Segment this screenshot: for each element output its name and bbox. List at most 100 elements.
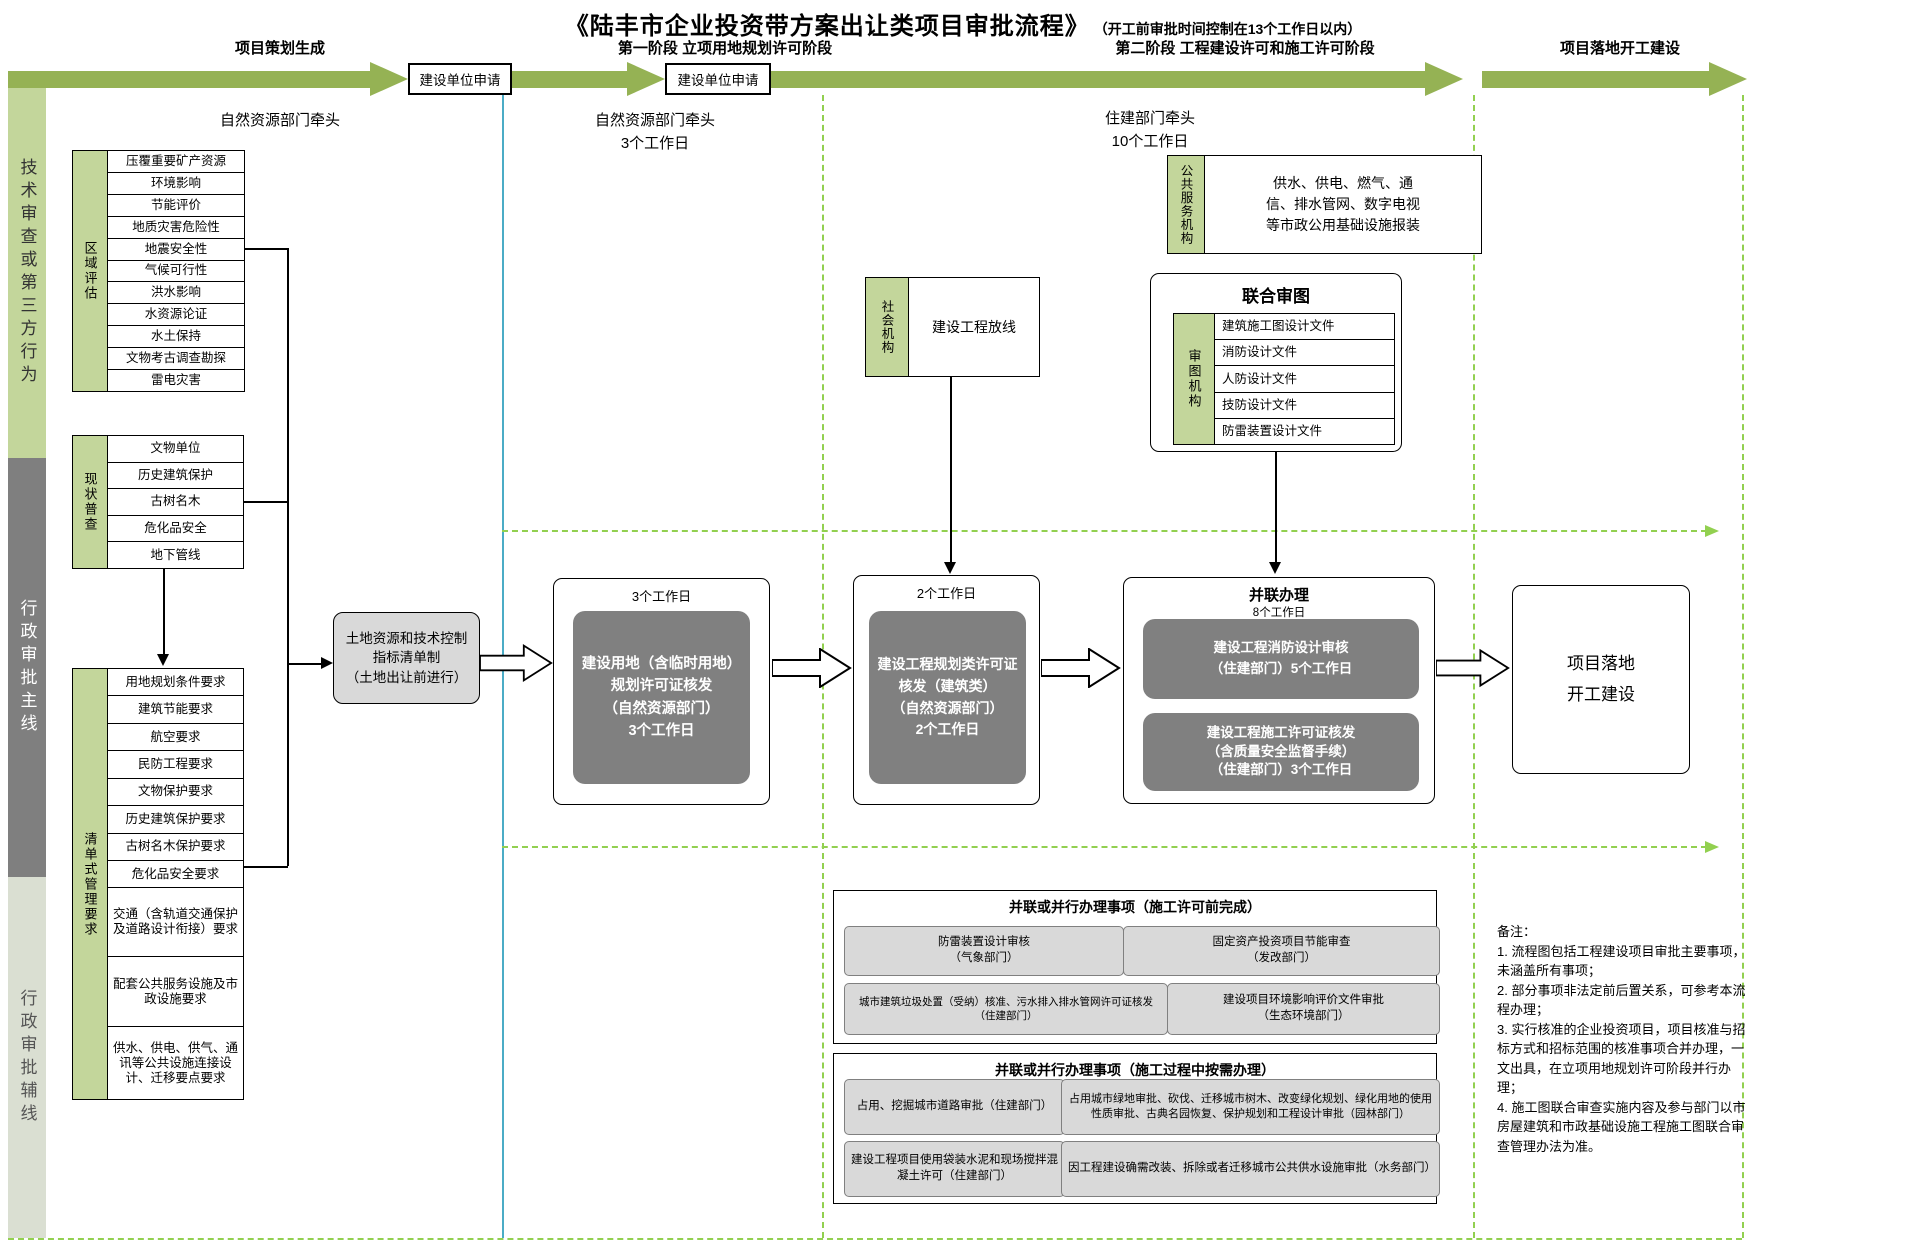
block-arrow-2 (772, 648, 852, 688)
status-survey-rows: 文物单位 历史建筑保护 古树名木 危化品安全 地下管线 (108, 436, 243, 568)
rail-auxiliary-approval: 行政审批辅线 (8, 877, 46, 1238)
block-arrow-4 (1436, 648, 1510, 688)
public-service-header: 公共服务机构 (1168, 156, 1205, 253)
table-row: 航空要求 (108, 724, 243, 752)
block-arrow-1 (480, 644, 553, 682)
table-row: 人防设计文件 (1215, 366, 1394, 393)
lead-note-stage2: 住建部门牵头 10个工作日 (1104, 110, 1196, 150)
table-row: 消防设计文件 (1215, 340, 1394, 367)
energy-review-item: 固定资产投资项目节能审查 （发改部门） (1123, 926, 1440, 976)
table-row: 地质灾害危险性 (108, 217, 244, 239)
connector-vertical-line (287, 248, 289, 866)
dashed-lane-top (502, 530, 1707, 532)
stage2-permit-box: 建设工程规划类许可证 核发（建筑类） （自然资源部门） 2个工作日 (869, 611, 1026, 784)
stage-arrow-3-head (1425, 62, 1463, 96)
arrowhead-social-to-stage2 (944, 562, 956, 574)
table-row: 防雷装置设计文件 (1222, 423, 1323, 438)
dashed-lane-top-arrowhead (1705, 525, 1719, 537)
title-subtitle: （开工前审批时间控制在13个工作日以内） (1093, 21, 1362, 37)
joint-review-header: 审图机构 (1174, 314, 1215, 444)
table-row: 古树名木保护要求 (108, 834, 243, 861)
table-row: 节能评价 (108, 195, 244, 217)
table-row: 文物考古调查勘探 (108, 348, 244, 371)
stage1-duration: 3个工作日 (631, 589, 692, 604)
dashed-lane-bottom-arrowhead (1705, 841, 1719, 853)
table-row: 古树名木 (108, 489, 243, 516)
construction-permit-box: 建设工程施工许可证核发 （含质量安全监督手续） （住建部门）3个工作日 (1143, 713, 1419, 791)
table-row: 历史建筑保护 (108, 463, 243, 490)
phase-header-stage1: 第一阶段 立项用地规划许可阶段 (617, 40, 833, 57)
phase-header-planning: 项目策划生成 (234, 40, 326, 57)
connector-social-to-stage2 (950, 375, 952, 562)
connector-review-to-parallel (1275, 450, 1277, 562)
stage2-duration: 2个工作日 (916, 586, 977, 601)
connector-stub-regional (243, 248, 288, 250)
environmental-review-item: 建设项目环境影响评价文件审批 （生态环境部门） (1167, 983, 1440, 1035)
table-row: 地震安全性 (108, 239, 244, 261)
table-row: 文物单位 (108, 436, 243, 463)
table-row: 技防设计文件 (1215, 393, 1394, 419)
connector-to-land-box (287, 663, 322, 665)
block-arrow-3 (1041, 648, 1121, 688)
social-org-text: 建设工程放线 (932, 318, 1016, 335)
parallel-handling-box: 并联办理 8个工作日 建设工程消防设计审核 （住建部门）5个工作日 建设工程施工… (1123, 577, 1435, 804)
cement-permit-item: 建设工程项目使用袋装水泥和现场搅拌混凝土许可（住建部门） (844, 1141, 1065, 1197)
checklist-management-rows: 用地规划条件要求 建筑节能要求 航空要求 民防工程要求 文物保护要求 历史建筑保… (108, 669, 243, 1099)
notes-block: 备注： 1. 流程图包括工程建设项目审批主要事项，未涵盖所有事项； 2. 部分事… (1497, 924, 1746, 1154)
regional-assessment-table: 区域评估 压覆重要矿产资源 环境影响 节能评价 地质灾害危险性 地震安全性 气候… (72, 150, 245, 392)
pre-permit-parallel-group: 并联或并行办理事项（施工许可前完成） 防雷装置设计审核 （气象部门） 固定资产投… (833, 890, 1440, 1044)
stage-arrow-3 (761, 71, 1425, 88)
table-row: 洪水影响 (108, 282, 244, 305)
table-row: 文物保护要求 (108, 779, 243, 807)
dashed-lane-bottom (502, 846, 1707, 848)
table-row: 危化品安全 (108, 516, 243, 543)
title-main: 《陆丰市企业投资带方案出让类项目审批流程》 (564, 13, 1090, 40)
stage-arrow-4-head (1709, 62, 1747, 96)
table-row: 水土保持 (108, 326, 244, 349)
joint-review-table: 审图机构 建筑施工图设计文件 消防设计文件 人防设计文件 技防设计文件 防雷装置… (1173, 313, 1395, 445)
land-resource-box: 土地资源和技术控制 指标清单制 （土地出让前进行） (333, 612, 480, 704)
regional-assessment-rows: 压覆重要矿产资源 环境影响 节能评价 地质灾害危险性 地震安全性 气候可行性 洪… (108, 151, 244, 391)
stage-arrow-4 (1482, 71, 1709, 88)
table-row: 水资源论证 (108, 304, 244, 327)
lightning-review-item: 防雷装置设计审核 （气象部门） (844, 926, 1124, 976)
stage-arrow-1-head (370, 62, 408, 96)
rail-technical-review: 技术审查或第三方行为 (8, 88, 46, 458)
during-construction-parallel-group: 并联或并行办理事项（施工过程中按需办理） 占用、挖掘城市道路审批（住建部门） 占… (833, 1053, 1440, 1204)
table-row: 民防工程要求 (108, 751, 243, 779)
checklist-management-header: 清单式管理要求 (73, 669, 108, 1099)
green-space-item: 占用城市绿地审批、砍伐、迁移城市树木、改变绿化规划、绿化用地的使用性质审批、古典… (1061, 1079, 1440, 1135)
during-construction-parallel-title: 并联或并行办理事项（施工过程中按需办理） (995, 1062, 1275, 1078)
parallel-handling-title: 并联办理 (1248, 587, 1309, 604)
lead-note-stage1: 自然资源部门牵头 3个工作日 (594, 112, 716, 152)
rail-main-approval: 行政审批主线 (8, 458, 46, 877)
table-row: 配套公共服务设施及市政设施要求 (108, 957, 243, 1028)
waste-drainage-item: 城市建筑垃圾处置（受纳）核准、污水排入排水管网许可证核发 （住建部门） (844, 983, 1168, 1035)
phase-header-stage2: 第二阶段 工程建设许可和施工许可阶段 (1115, 40, 1375, 57)
table-row: 建筑施工图设计文件 (1215, 314, 1394, 341)
connector-stub-survey (240, 501, 288, 503)
social-org-header: 社会机构 (866, 278, 909, 376)
final-landing-box: 项目落地 开工建设 (1512, 585, 1690, 774)
table-row: 危化品安全要求 (108, 861, 243, 889)
stage2-process-box: 2个工作日 建设工程规划类许可证 核发（建筑类） （自然资源部门） 2个工作日 (853, 575, 1040, 805)
lead-note-planning: 自然资源部门牵头 (219, 112, 341, 129)
applicant-label-2: 建设单位申请 (665, 63, 771, 95)
social-org-box: 社会机构 建设工程放线 (865, 277, 1040, 377)
water-facility-item: 因工程建设确需改装、拆除或者迁移城市公共供水设施审批（水务部门） (1061, 1141, 1440, 1197)
table-row: 地下管线 (150, 547, 201, 562)
dashed-divider-right (1742, 95, 1744, 1238)
table-row: 交通（含轨道交通保护及道路设计衔接）要求 (108, 888, 243, 958)
connector-stub-checklist (240, 866, 288, 868)
connector-survey-to-checklist (163, 567, 165, 654)
table-row: 用地规划条件要求 (108, 669, 243, 697)
pre-permit-parallel-title: 并联或并行办理事项（施工许可前完成） (1009, 899, 1261, 915)
arrowhead-to-land-box (321, 657, 333, 669)
fire-design-review-box: 建设工程消防设计审核 （住建部门）5个工作日 (1143, 619, 1419, 699)
stage1-permit-box: 建设用地（含临时用地） 规划许可证核发 （自然资源部门） 3个工作日 (573, 611, 750, 784)
phase-header-final: 项目落地开工建设 (1559, 40, 1681, 57)
status-survey-header: 现状普查 (73, 436, 108, 568)
table-row: 气候可行性 (108, 261, 244, 283)
table-row: 环境影响 (108, 173, 244, 195)
